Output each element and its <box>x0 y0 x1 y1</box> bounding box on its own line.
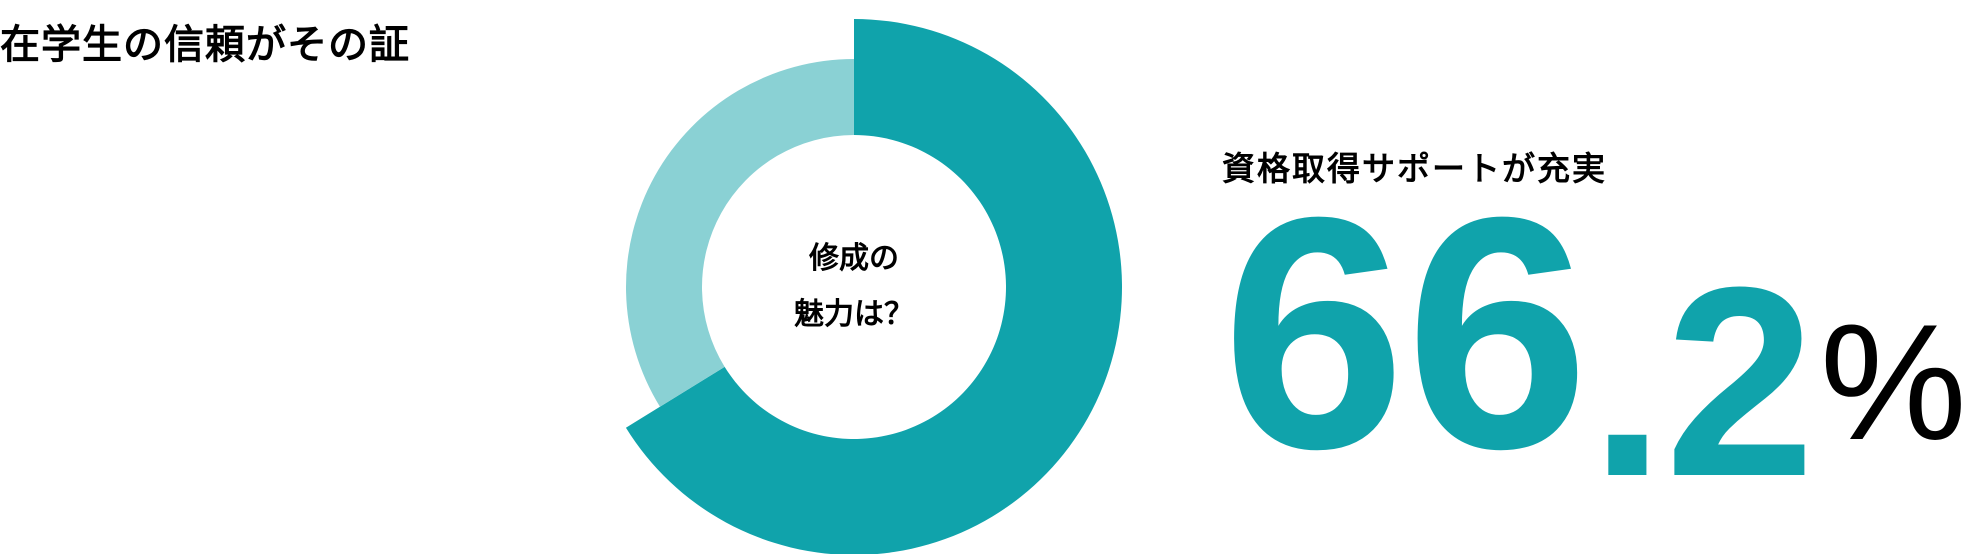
donut-center-label: 修成の 魅力は？ <box>794 231 914 343</box>
donut-slice-main <box>625 19 1122 554</box>
stat-label: 資格取得サポートが充実 <box>1222 149 1607 188</box>
donut-slice-rest <box>626 59 854 407</box>
center-label-line-1: 修成の <box>809 241 899 276</box>
stat-unit: % <box>1820 290 1967 474</box>
center-label-line-2: 魅力は？ <box>794 297 914 332</box>
stat-value-decimal: .2 <box>1590 232 1816 533</box>
page-title: 在学生の信頼がその証 <box>0 22 410 68</box>
stat-value-integer: 66 <box>1222 148 1590 517</box>
